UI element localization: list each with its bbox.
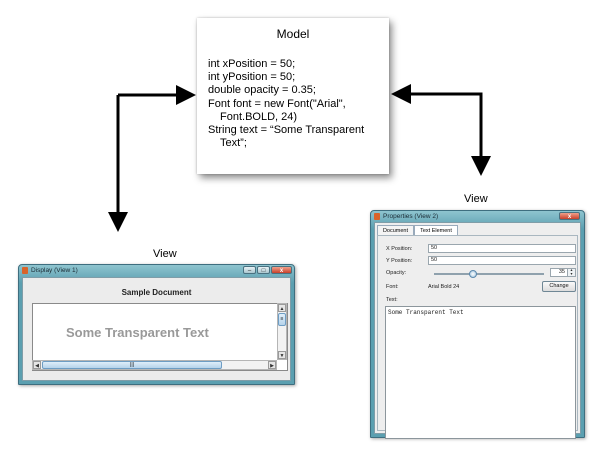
y-position-label: Y Position: bbox=[386, 258, 413, 264]
properties-client: Document Text Element X Position: 50 Y P… bbox=[374, 222, 581, 439]
model-box: Model int xPosition = 50; int yPosition … bbox=[197, 18, 389, 174]
x-position-input[interactable]: 50 bbox=[428, 244, 576, 253]
document-canvas[interactable]: Some Transparent Text bbox=[32, 303, 288, 371]
window-title: Display (View 1) bbox=[31, 267, 78, 274]
close-button[interactable]: x bbox=[559, 212, 580, 220]
tab-document[interactable]: Document bbox=[377, 225, 414, 235]
properties-titlebar[interactable]: Properties (View 2) x bbox=[371, 211, 584, 222]
tab-panel: X Position: 50 Y Position: 50 Opacity: 3… bbox=[377, 235, 578, 439]
code-line: Text”; bbox=[220, 137, 247, 150]
arrow-model-to-properties bbox=[391, 84, 491, 176]
code-line: double opacity = 0.35; bbox=[208, 84, 316, 97]
opacity-label: Opacity: bbox=[386, 270, 407, 276]
view-label-left: View bbox=[153, 248, 177, 260]
scroll-right-icon[interactable]: ▶ bbox=[268, 361, 276, 369]
display-titlebar[interactable]: Display (View 1) – □ x bbox=[19, 265, 294, 276]
model-code: int xPosition = 50; int yPosition = 50; … bbox=[208, 58, 364, 150]
display-window: Display (View 1) – □ x Sample Document S… bbox=[18, 264, 295, 385]
maximize-button[interactable]: □ bbox=[257, 266, 270, 274]
x-position-label: X Position: bbox=[386, 246, 413, 252]
document-title: Sample Document bbox=[121, 288, 192, 297]
scroll-up-icon[interactable]: ▲ bbox=[278, 304, 286, 312]
scroll-left-icon[interactable]: ◀ bbox=[33, 361, 41, 369]
text-label: Text: bbox=[386, 297, 398, 303]
window-title: Properties (View 2) bbox=[383, 213, 439, 220]
minimize-button[interactable]: – bbox=[243, 266, 256, 274]
scroll-down-icon[interactable]: ▼ bbox=[278, 351, 286, 359]
document-text: Some Transparent Text bbox=[66, 325, 209, 340]
opacity-spinner[interactable]: 35 ▲▼ bbox=[550, 268, 576, 277]
code-line: String text = “Some Transparent bbox=[208, 124, 365, 137]
display-client: Sample Document Some Transparent Text ▲ … bbox=[22, 277, 291, 381]
font-label: Font: bbox=[386, 284, 399, 290]
java-icon bbox=[22, 267, 28, 274]
text-textarea[interactable]: Some Transparent Text bbox=[385, 306, 576, 439]
properties-window: Properties (View 2) x Document Text Elem… bbox=[370, 210, 585, 439]
java-icon bbox=[374, 213, 380, 220]
code-line: Font.BOLD, 24) bbox=[220, 110, 298, 123]
y-position-input[interactable]: 50 bbox=[428, 256, 576, 265]
close-button[interactable]: x bbox=[271, 266, 292, 274]
opacity-slider-thumb[interactable] bbox=[468, 270, 477, 278]
change-font-button[interactable]: Change bbox=[542, 281, 576, 292]
model-title: Model bbox=[276, 27, 310, 41]
horizontal-scrollbar[interactable]: ◀ ||| ▶ bbox=[32, 360, 277, 370]
view-label-right: View bbox=[464, 193, 488, 205]
tab-text-element[interactable]: Text Element bbox=[414, 225, 458, 235]
opacity-slider-track[interactable] bbox=[434, 273, 544, 275]
opacity-spinner-value: 35 bbox=[558, 269, 565, 275]
font-value: Arial Bold 24 bbox=[428, 284, 460, 290]
code-line: int xPosition = 50; bbox=[208, 58, 296, 70]
spinner-arrows-icon[interactable]: ▲▼ bbox=[567, 268, 575, 276]
horizontal-scroll-thumb[interactable]: ||| bbox=[42, 361, 222, 369]
code-line: Font font = new Font("Arial", bbox=[208, 97, 346, 110]
code-line: int yPosition = 50; bbox=[208, 71, 296, 84]
arrow-model-to-display bbox=[108, 85, 196, 232]
vertical-scroll-thumb[interactable]: ≡ bbox=[278, 313, 286, 326]
vertical-scrollbar[interactable]: ▲ ≡ ▼ bbox=[277, 303, 287, 360]
